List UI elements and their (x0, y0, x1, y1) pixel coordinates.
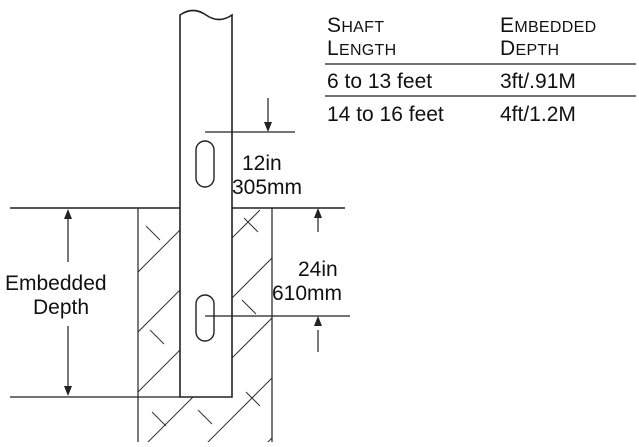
pole-shaft (179, 9, 233, 398)
embedment-table: SHAFT LENGTH EMBEDDED DEPTH 6 to 13 feet… (325, 14, 636, 126)
embedded-depth-dimension (64, 209, 72, 396)
row1-embedded-depth: 3ft/.91M (500, 70, 576, 93)
header-embedded-depth-line2: DEPTH (500, 37, 559, 60)
header-shaft-length-line2: LENGTH (327, 37, 396, 60)
header-shaft-length-line1: SHAFT (327, 14, 384, 37)
embedded-depth-label-line2: Depth (33, 296, 89, 319)
row2-embedded-depth: 4ft/1.2M (500, 103, 576, 126)
upper-hole-slot (195, 140, 215, 188)
hole-offset-in-label: 12in (242, 152, 282, 175)
row1-shaft-length: 6 to 13 feet (327, 70, 432, 93)
hole-offset-dimension (205, 98, 295, 133)
hole-offset-mm-label: 305mm (232, 176, 302, 199)
header-embedded-depth-line1: EMBEDDED (500, 14, 596, 37)
lower-hole-slot (195, 294, 215, 342)
hole-spacing-mm-label: 610mm (272, 282, 342, 305)
hole-spacing-dimension (205, 208, 350, 352)
hole-spacing-in-label: 24in (298, 258, 338, 281)
embedded-depth-label-line1: Embedded (5, 272, 107, 295)
row2-shaft-length: 14 to 16 feet (327, 103, 444, 126)
